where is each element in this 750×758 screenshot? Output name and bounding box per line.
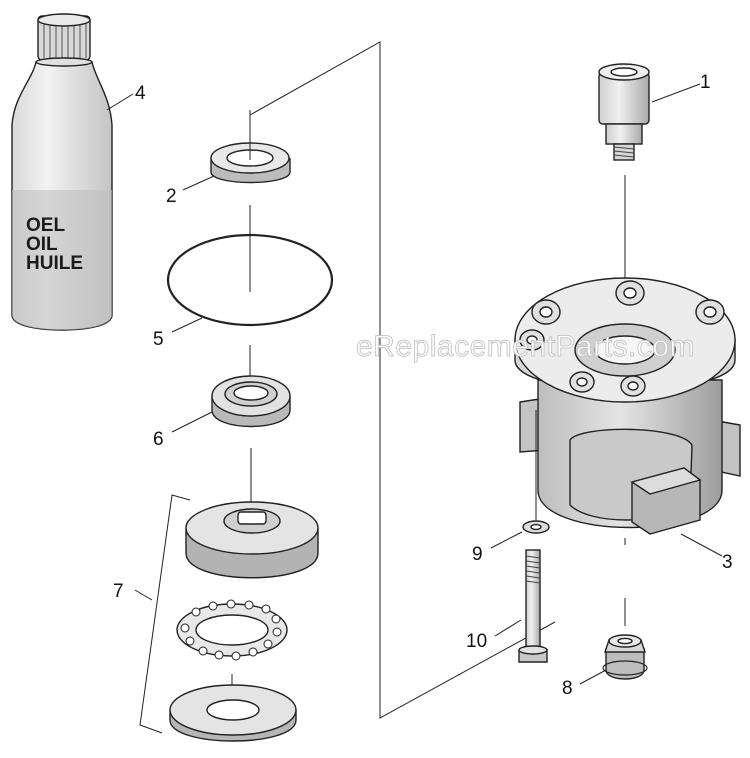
callout-10: 10	[466, 631, 487, 652]
oil-bottle-part: OEL OIL HUILE	[11, 13, 113, 331]
callout-2: 2	[166, 186, 177, 207]
callout-8: 8	[562, 678, 573, 699]
bearing-part	[211, 345, 291, 428]
callout-7: 7	[113, 581, 124, 602]
o-ring-part	[166, 205, 334, 327]
seal-ring-part	[210, 110, 291, 184]
callout-6: 6	[153, 429, 164, 450]
callout-9: 9	[472, 544, 483, 565]
bottle-label-line-3: HUILE	[26, 253, 83, 274]
bolt-part	[518, 549, 548, 663]
callout-5: 5	[153, 329, 164, 350]
assembly-frame-line	[249, 41, 556, 719]
bottle-label-line-2: OIL	[26, 234, 58, 255]
callout-3: 3	[722, 552, 733, 573]
watermark-text: eReplacementParts.com	[356, 330, 695, 363]
bottle-label-line-1: OEL	[26, 215, 65, 236]
thrust-assembly-part	[139, 448, 319, 742]
gear-housing-part	[514, 277, 741, 535]
leader-lines	[106, 83, 723, 685]
callout-4: 4	[135, 83, 146, 104]
small-washer-part	[522, 410, 550, 534]
callout-1: 1	[700, 72, 711, 93]
flange-nut-part	[602, 538, 648, 680]
